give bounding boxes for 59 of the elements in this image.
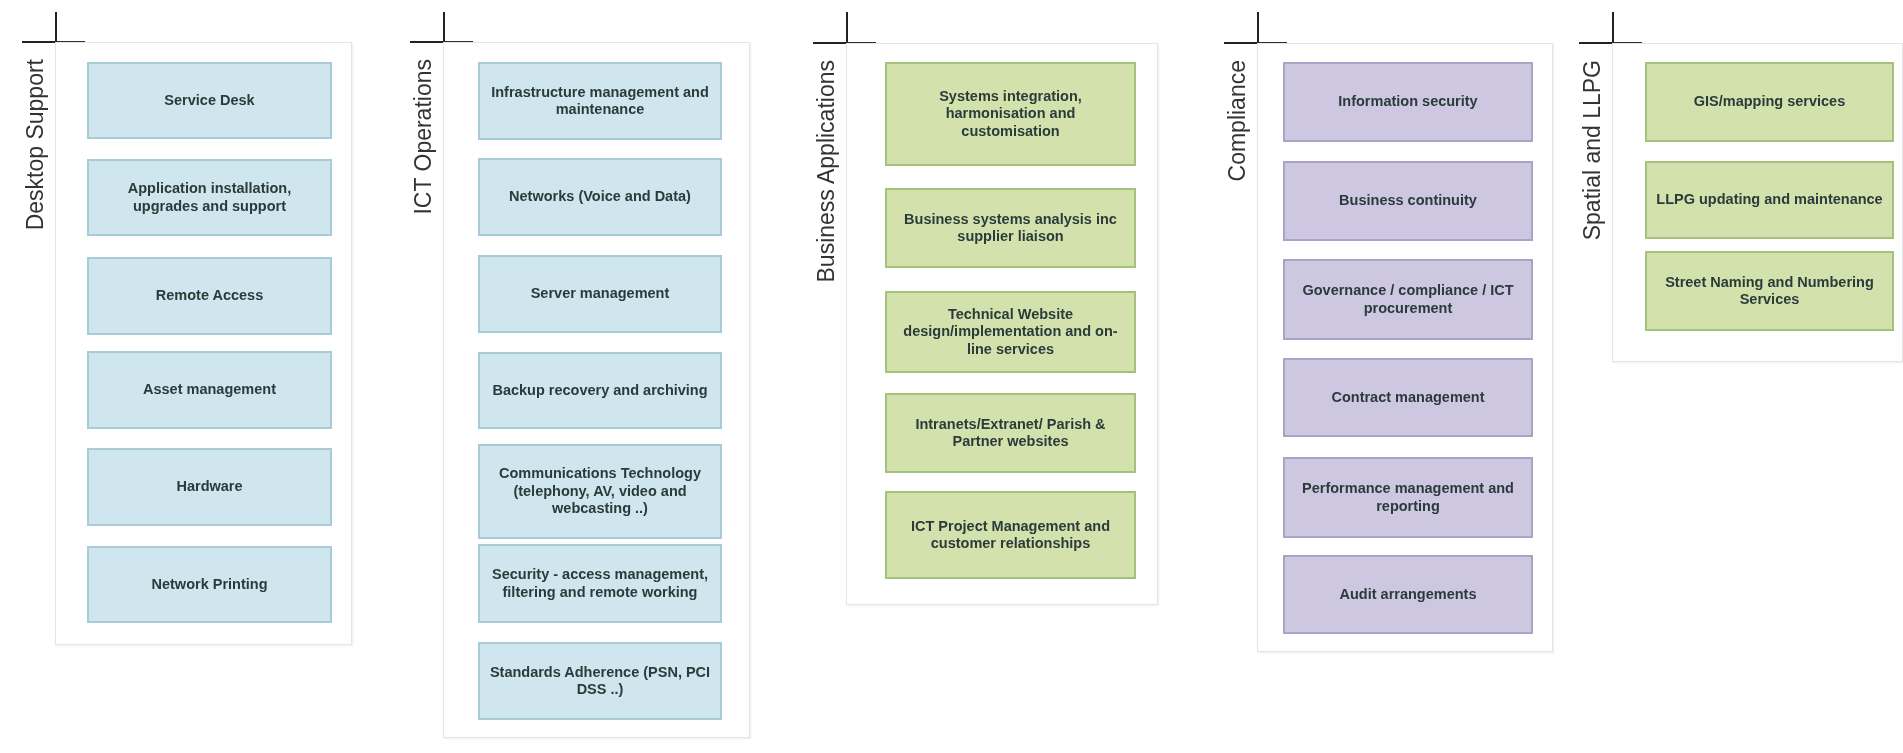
service-box xyxy=(885,291,1136,373)
service-label: Network Printing xyxy=(151,575,268,594)
service-box xyxy=(1283,555,1533,634)
service-label: Server management xyxy=(530,285,670,303)
service-box xyxy=(478,544,722,623)
service-box xyxy=(478,444,722,539)
service-label: ICT Project Management and customer relationships xyxy=(910,517,1111,553)
service-box xyxy=(87,546,332,623)
service-box xyxy=(885,62,1136,166)
service-box xyxy=(1283,358,1533,437)
service-box xyxy=(87,448,332,526)
service-label: Remote Access xyxy=(155,287,264,305)
group-heading: Compliance xyxy=(1223,60,1251,182)
group-heading: ICT Operations xyxy=(409,59,437,215)
group-heading: Spatial and LLPG xyxy=(1578,60,1606,241)
service-label: Standards Adherence (PSN, PCI DSS ..) xyxy=(488,663,712,699)
service-box xyxy=(1645,62,1894,142)
service-label: Asset management xyxy=(143,381,276,399)
service-box xyxy=(478,62,722,140)
service-label: Backup recovery and archiving xyxy=(492,381,708,400)
service-label: Service Desk xyxy=(164,91,255,110)
service-label: Audit arrangements xyxy=(1339,585,1477,604)
service-label: Hardware xyxy=(176,478,243,496)
service-box xyxy=(1645,161,1894,239)
service-label: Performance management and reporting xyxy=(1301,480,1515,515)
service-label: Networks (Voice and Data) xyxy=(509,188,691,206)
service-label: Application installation, upgrades and support xyxy=(126,180,293,215)
service-box xyxy=(87,351,332,429)
service-box xyxy=(478,255,722,333)
service-label: Systems integration, harmonisation and customisation xyxy=(938,87,1083,141)
service-label: GIS/mapping services xyxy=(1693,93,1846,111)
group-heading: Business Applications xyxy=(812,60,840,283)
service-box xyxy=(885,491,1136,579)
service-box xyxy=(478,158,722,236)
service-label: LLPG updating and maintenance xyxy=(1656,191,1883,209)
service-box xyxy=(885,393,1136,473)
service-label: Business systems analysis inc supplier liaison xyxy=(903,210,1118,246)
service-label: Technical Website design/implementation and on-line services xyxy=(902,305,1119,359)
group-heading: Desktop Support xyxy=(21,59,49,231)
service-box xyxy=(1283,161,1533,241)
service-label: Governance / compliance / ICT procurement xyxy=(1301,282,1515,317)
service-box xyxy=(1283,457,1533,538)
service-label: Information security xyxy=(1338,93,1478,111)
service-box xyxy=(478,352,722,429)
service-label: Infrastructure management and maintenance xyxy=(490,83,710,119)
service-label: Contract management xyxy=(1331,388,1485,407)
service-label: Communications Technology (telephony, AV, video and webcasting ..) xyxy=(498,465,702,518)
service-label: Business continuity xyxy=(1339,192,1477,210)
service-label: Street Naming and Numbering Services xyxy=(1664,273,1875,309)
service-box xyxy=(87,257,332,335)
service-label: Intranets/Extranet/ Parish & Partner websites xyxy=(914,415,1107,451)
service-box xyxy=(1645,251,1894,331)
service-label: Security - access management, filtering and remote working xyxy=(491,566,709,601)
service-box xyxy=(885,188,1136,268)
service-box xyxy=(1283,259,1533,340)
service-box xyxy=(87,159,332,236)
service-box xyxy=(1283,62,1533,142)
service-box xyxy=(478,642,722,720)
service-box xyxy=(87,62,332,139)
